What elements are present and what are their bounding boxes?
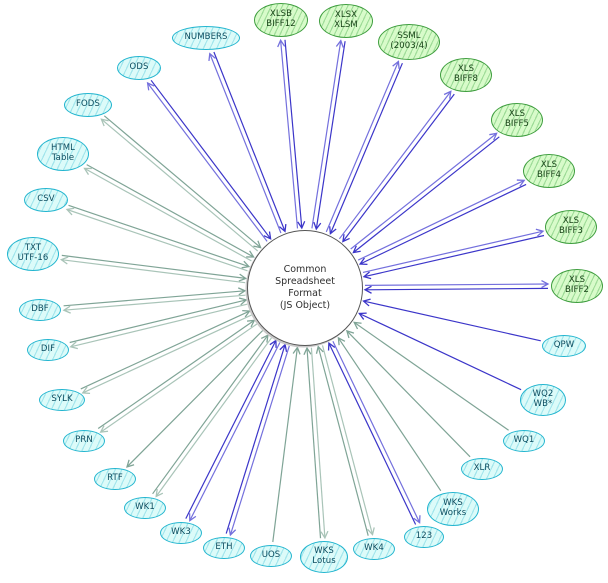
node-wq1: WQ1	[503, 430, 545, 452]
node-label: WK4	[364, 543, 384, 554]
node-dif: DIF	[27, 339, 69, 361]
node-wk4: WK4	[353, 538, 395, 560]
node-xlr: XLR	[461, 458, 503, 480]
node-label: XLR	[473, 463, 491, 474]
center-label-line-3: Format	[288, 288, 322, 299]
node-label: NUMBERS	[184, 32, 228, 43]
node-ssml: SSML(2003/4)	[378, 24, 440, 60]
node-uos: UOS	[250, 545, 292, 567]
node-dbf: DBF	[19, 299, 61, 321]
node-label: DIF	[40, 344, 56, 355]
node-sylk: SYLK	[39, 389, 85, 411]
node-label: UOS	[261, 550, 281, 561]
node-label: ODS	[129, 62, 149, 73]
node-wk1: WK1	[124, 497, 166, 519]
node-label: WQ1	[513, 435, 535, 446]
node-eth: ETH	[203, 537, 245, 559]
node-fods: FODS	[64, 93, 112, 117]
node-label: SSML(2003/4)	[390, 31, 428, 51]
node-label: ETH	[215, 542, 233, 553]
center-label-line-1: Common	[283, 264, 327, 276]
node-qpw: QPW	[542, 335, 586, 357]
node-label: DBF	[31, 304, 49, 315]
center-label-line-4: (JS Object)	[279, 299, 331, 311]
center-label-line-2: Spreadsheet	[275, 276, 335, 288]
node-numbers: NUMBERS	[172, 26, 240, 50]
center-node: Common Spreadsheet Format (JS Object)	[247, 230, 363, 346]
node-label: 123	[415, 531, 433, 542]
node-n123: 123	[404, 526, 444, 548]
node-label: SYLK	[51, 394, 73, 405]
node-csv: CSV	[24, 188, 68, 212]
node-label: QPW	[553, 340, 575, 351]
node-ods: ODS	[117, 56, 161, 80]
node-label: WK3	[171, 527, 191, 538]
node-label: PRN	[75, 435, 93, 446]
node-label: RTF	[107, 473, 123, 484]
node-label: FODS	[76, 99, 100, 110]
node-label: CSV	[37, 194, 55, 205]
node-prn: PRN	[63, 430, 105, 452]
node-rtf: RTF	[94, 468, 136, 490]
node-label: WK1	[135, 502, 155, 513]
node-wk3: WK3	[160, 522, 202, 544]
